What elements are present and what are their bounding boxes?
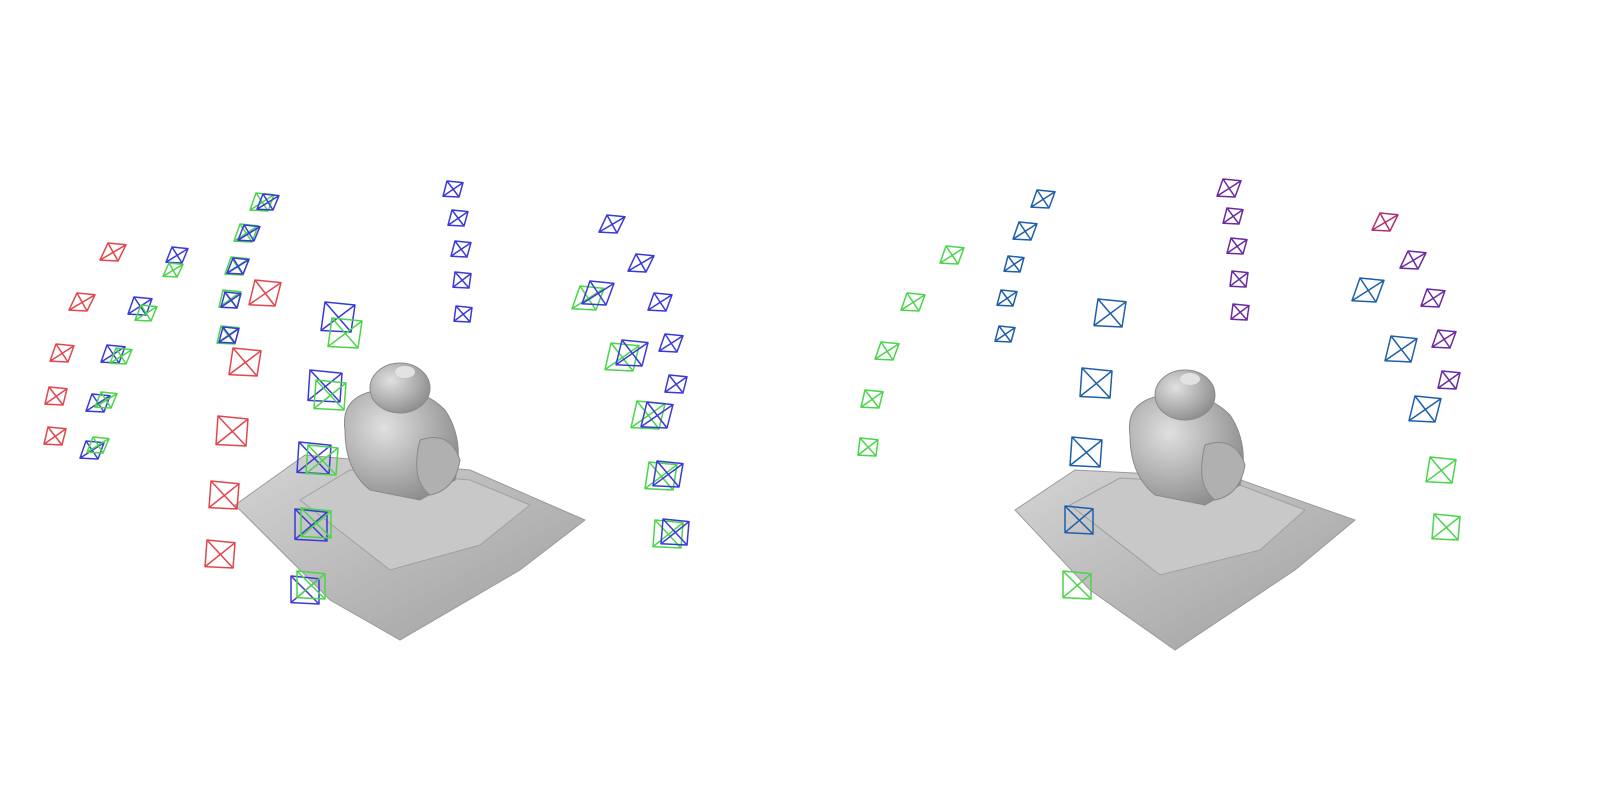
camera-frustum-icon: [628, 254, 654, 272]
camera-frustum-icon: [314, 380, 346, 410]
camera-frustum-icon: [1438, 371, 1460, 389]
camera-frustum-icon: [229, 348, 261, 376]
camera-frustum-icon: [135, 305, 157, 321]
camera-frustum-icon: [328, 318, 362, 348]
camera-frustum-icon: [1227, 238, 1247, 254]
camera-frustum-icon: [1031, 190, 1055, 208]
camera-frustum-icon: [166, 247, 188, 263]
camera-frustum-icon: [221, 292, 241, 308]
camera-frustum-icon: [321, 302, 355, 332]
camera-frustum-icon: [219, 327, 239, 343]
camera-frustum-icon: [448, 210, 468, 226]
camera-frustum-icon: [1223, 208, 1243, 224]
camera-frustum-icon: [631, 401, 665, 429]
camera-frustum-icon: [653, 461, 683, 487]
camera-frustum-icon: [1432, 514, 1460, 540]
camera-frustum-icon: [50, 344, 74, 362]
left-statue-mesh: [234, 362, 586, 641]
camera-frustum-icon: [1230, 271, 1248, 287]
camera-frustum-icon: [653, 520, 683, 548]
camera-frustum-icon: [306, 445, 338, 475]
right-statue-mesh: [1014, 369, 1356, 651]
camera-frustum-icon: [659, 334, 683, 352]
camera-frustum-icon: [995, 326, 1015, 342]
camera-frustum-icon: [87, 437, 109, 453]
camera-frustum-icon: [605, 343, 639, 371]
camera-frustum-icon: [95, 392, 117, 408]
camera-frustum-icon: [453, 272, 471, 288]
camera-frustum-icon: [1432, 330, 1456, 348]
camera-frustum-icon: [163, 263, 183, 277]
camera-frustum-icon: [454, 306, 472, 322]
camera-frustum-icon: [301, 508, 331, 538]
camera-frustum-icon: [1217, 179, 1241, 197]
camera-frustum-icon: [1400, 251, 1426, 269]
camera-frustum-icon: [875, 342, 899, 360]
camera-frustum-icon: [1080, 368, 1112, 398]
camera-frustum-icon: [1063, 571, 1091, 599]
camera-frustum-icon: [100, 243, 126, 261]
camera-frustum-icon: [86, 394, 110, 412]
camera-frustum-icon: [443, 181, 463, 197]
camera-frustum-icon: [641, 402, 673, 428]
camera-frustum-icon: [1421, 289, 1445, 307]
camera-frustum-icon: [1385, 336, 1417, 362]
camera-frustum-icon: [901, 293, 925, 311]
camera-frustum-icon: [861, 390, 883, 408]
camera-frustum-icon: [80, 441, 104, 459]
camera-frustum-icon: [249, 280, 281, 306]
camera-frustum-icon: [1070, 437, 1102, 467]
camera-frustum-icon: [648, 293, 672, 311]
camera-frustum-icon: [572, 286, 604, 310]
right-camera-group: [858, 179, 1460, 599]
camera-frustum-icon: [1409, 396, 1441, 422]
camera-frustum-icon: [599, 215, 625, 233]
camera-frustum-icon: [45, 387, 67, 405]
camera-frustum-icon: [308, 370, 342, 402]
camera-frustum-icon: [205, 540, 235, 568]
camera-frustum-icon: [940, 246, 964, 264]
camera-frustum-icon: [1372, 213, 1398, 231]
camera-frustum-icon: [209, 481, 239, 509]
camera-frustum-icon: [665, 375, 687, 393]
camera-frustum-icon: [216, 416, 248, 446]
left-panel: [44, 181, 689, 641]
camera-frustum-icon: [1352, 278, 1384, 302]
camera-frustum-icon: [1065, 506, 1093, 534]
camera-frustum-icon: [1013, 222, 1037, 240]
camera-frustum-icon: [110, 348, 132, 364]
camera-frustum-icon: [661, 519, 689, 545]
camera-frustum-icon: [997, 290, 1017, 306]
camera-frustum-icon: [1094, 299, 1126, 327]
camera-frustum-icon: [858, 438, 878, 456]
camera-frustum-icon: [238, 225, 260, 241]
camera-frustum-icon: [451, 241, 471, 257]
left-camera-group: [44, 181, 689, 604]
camera-frustum-icon: [616, 340, 648, 366]
camera-frustum-icon: [1426, 457, 1456, 483]
camera-frustum-icon: [582, 281, 614, 305]
camera-frustum-icon: [69, 293, 95, 311]
camera-frustum-icon: [227, 258, 249, 274]
camera-frustum-icon: [1231, 304, 1249, 320]
camera-frustum-icon: [1004, 256, 1024, 272]
camera-frustum-icon: [44, 427, 66, 445]
camera-frustum-icon: [297, 571, 325, 599]
camera-frustum-icon: [645, 462, 677, 490]
right-panel: [858, 179, 1460, 651]
camera-frustum-icon: [257, 194, 279, 210]
